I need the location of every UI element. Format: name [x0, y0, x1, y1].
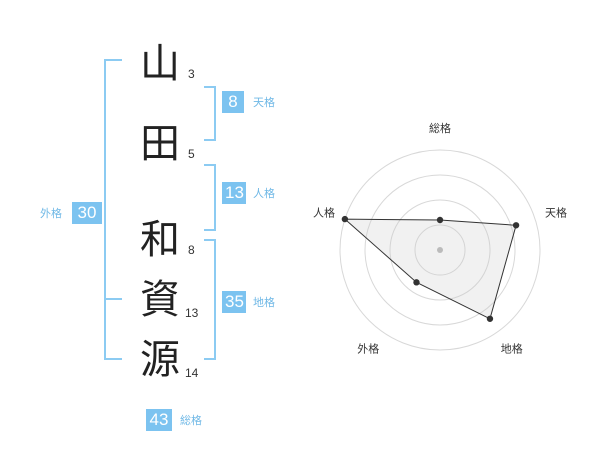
radar-rings: [339, 149, 541, 351]
radar-axis-label-1: 総格: [429, 121, 451, 135]
gaikaku-label: 外格: [40, 207, 62, 220]
jinkaku-label: 人格: [253, 187, 275, 200]
radar-points: [341, 215, 520, 322]
stroke-count-5: 14: [185, 366, 199, 380]
name-char-4: 資: [140, 277, 180, 323]
radar-axis-label-5: 人格: [313, 205, 335, 219]
name-char-2: 田: [140, 121, 180, 167]
chikaku-label: 地格: [253, 296, 275, 309]
name-char-1: 山: [140, 41, 180, 87]
radar-axis-label-3: 地格: [501, 342, 523, 356]
tenkaku-bracket: [204, 86, 216, 141]
jinkaku-badge: 13: [222, 182, 246, 204]
name-char-3: 和: [140, 217, 180, 263]
stroke-count-1: 3: [188, 67, 195, 81]
name-char-5: 源: [140, 337, 180, 383]
radar-axis-label-2: 天格: [545, 205, 567, 219]
radar-center-dot: [437, 247, 443, 253]
stroke-count-4: 13: [185, 306, 199, 320]
soukaku-label: 総格: [180, 414, 202, 427]
soukaku-badge: 43: [146, 409, 172, 431]
jinkaku-bracket: [204, 164, 216, 231]
radar-ring-2: [389, 199, 491, 301]
chikaku-bracket: [204, 239, 216, 360]
radar-ring-3: [364, 174, 516, 326]
radar-point-3: [486, 315, 494, 322]
radar-ring-4: [339, 149, 541, 351]
tenkaku-label: 天格: [253, 96, 275, 109]
radar-ring-1: [414, 224, 466, 276]
chikaku-badge: 35: [222, 291, 246, 313]
radar-point-5: [341, 215, 349, 223]
tenkaku-badge: 8: [222, 91, 244, 113]
gaikaku-badge: 30: [72, 202, 102, 224]
gaikaku-bracket: [104, 59, 122, 360]
gaikaku-bracket-divider: [104, 298, 122, 300]
radar-axis-label-4: 外格: [357, 342, 379, 356]
radar-point-1: [436, 216, 444, 224]
radar-point-2: [512, 222, 520, 229]
stroke-count-3: 8: [188, 243, 195, 257]
stroke-count-2: 5: [188, 147, 195, 161]
radar-polygon: [343, 218, 517, 320]
radar-point-4: [413, 279, 420, 286]
